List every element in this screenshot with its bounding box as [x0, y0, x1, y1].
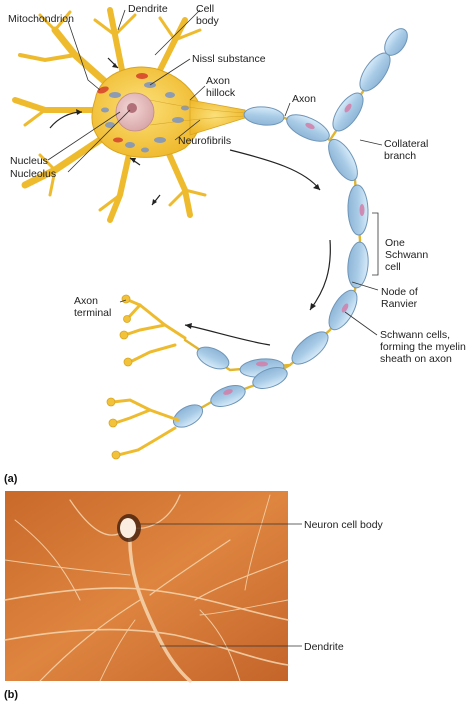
- terminal-boutons-lower: [106, 397, 121, 460]
- panel-b-tag: (b): [4, 689, 18, 701]
- label-one-schwann-cell-1: One: [385, 237, 405, 249]
- label-axon-hillock-2: hillock: [206, 87, 236, 99]
- axon-terminals-upper: [123, 298, 187, 364]
- label-nissl-substance: Nissl substance: [192, 53, 266, 65]
- label-collateral-branch-2: branch: [384, 150, 416, 162]
- label-neurofibrils: Neurofibrils: [178, 135, 231, 147]
- flow-arrows-soma: [49, 57, 161, 206]
- panel-a-tag: (a): [4, 473, 18, 485]
- terminal-boutons-upper: [119, 294, 133, 367]
- label-myelin-sheath-3: sheath on axon: [380, 353, 452, 365]
- label-axon-terminal-1: Axon: [74, 295, 98, 307]
- label-dendrite-b: Dendrite: [304, 641, 344, 653]
- label-nucleolus: Nucleolus: [10, 168, 56, 180]
- label-dendrite: Dendrite: [128, 3, 168, 15]
- neurofibrils-lines: [149, 99, 246, 126]
- axon-terminals-lower: [111, 398, 180, 457]
- micrograph-fibers: [4, 494, 289, 683]
- micrograph-cell-body-highlight: [120, 518, 136, 538]
- panel-b-micrograph: Neuron cell body Dendrite (b): [4, 491, 384, 701]
- myelin-segments: [172, 28, 408, 428]
- label-neuron-cell-body: Neuron cell body: [304, 519, 384, 531]
- panel-a-labels: Mitochondrion Dendrite Cell body Nissl s…: [8, 3, 466, 365]
- label-collateral-branch-1: Collateral: [384, 138, 428, 150]
- dendrite-tree: [12, 7, 207, 223]
- label-cell-body-1: Cell: [196, 3, 214, 15]
- label-cell-body-2: body: [196, 15, 220, 27]
- label-one-schwann-cell-2: Schwann: [385, 249, 428, 261]
- label-axon-terminal-2: terminal: [74, 307, 111, 319]
- schwann-cell-bracket: [372, 212, 379, 276]
- panel-a-illustration: Mitochondrion Dendrite Cell body Nissl s…: [4, 3, 466, 485]
- schwann-nuclei: [223, 103, 365, 395]
- mitochondria: [97, 73, 148, 143]
- label-axon-hillock-1: Axon: [206, 75, 230, 87]
- label-one-schwann-cell-3: cell: [385, 261, 401, 273]
- label-node-of-ranvier-2: Ranvier: [381, 298, 418, 310]
- label-myelin-sheath-1: Schwann cells,: [380, 329, 450, 341]
- label-myelin-sheath-2: forming the myelin: [380, 341, 466, 353]
- leader-lines: [47, 9, 383, 336]
- micrograph-background: [5, 491, 288, 681]
- label-mitochondrion: Mitochondrion: [8, 13, 74, 25]
- label-nucleus: Nucleus: [10, 155, 48, 167]
- nissl-substance-blobs: [101, 82, 189, 153]
- label-node-of-ranvier-1: Node of: [381, 286, 418, 298]
- signal-direction-arrows: [184, 149, 331, 346]
- label-axon: Axon: [292, 93, 316, 105]
